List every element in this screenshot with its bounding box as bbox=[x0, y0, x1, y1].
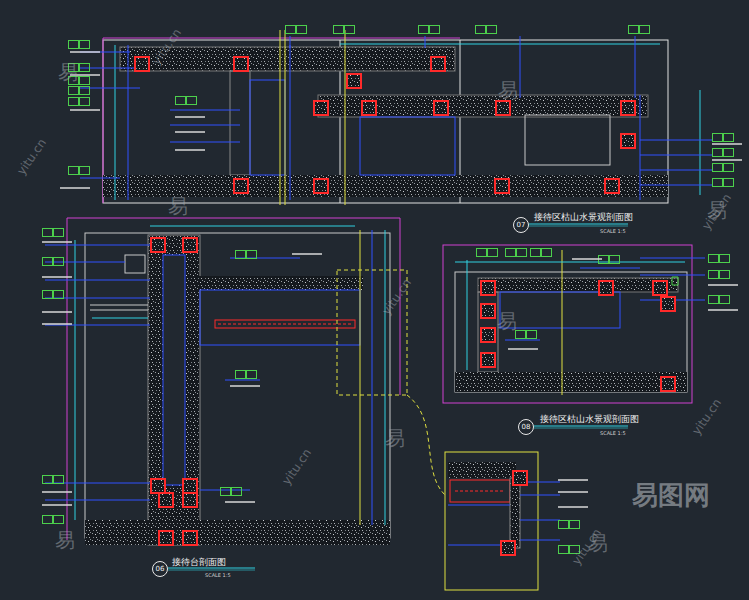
section-number: 08 bbox=[522, 424, 531, 431]
watermark: yitu.cn bbox=[700, 192, 733, 232]
scale-note: SCALE 1:5 bbox=[205, 573, 231, 578]
section-index-circle: 08 bbox=[518, 419, 534, 435]
section-number: 07 bbox=[517, 222, 526, 229]
watermark: 易 bbox=[497, 311, 517, 331]
watermark: 易 bbox=[168, 196, 188, 216]
section-title: 接待区枯山水景观剖面图 bbox=[540, 415, 639, 424]
section-title: 接待区枯山水景观剖面图 bbox=[534, 213, 633, 222]
watermark: yitu.cn bbox=[690, 397, 723, 437]
watermark: 易 bbox=[385, 428, 405, 448]
scale-note: SCALE 1:5 bbox=[600, 229, 626, 234]
section-number: 06 bbox=[156, 566, 165, 573]
watermark: yitu.cn bbox=[280, 447, 313, 487]
watermark: 易 bbox=[58, 62, 78, 82]
section-index-circle: 06 bbox=[152, 561, 168, 577]
section-index-circle: 07 bbox=[513, 217, 529, 233]
watermark: yitu.cn bbox=[15, 137, 48, 177]
watermark: 易 bbox=[55, 530, 75, 550]
scale-note: SCALE 1:5 bbox=[600, 431, 626, 436]
section-title: 接待台剖面图 bbox=[172, 558, 226, 567]
watermark: 易图网 bbox=[632, 482, 710, 508]
watermark: 易 bbox=[498, 80, 518, 100]
